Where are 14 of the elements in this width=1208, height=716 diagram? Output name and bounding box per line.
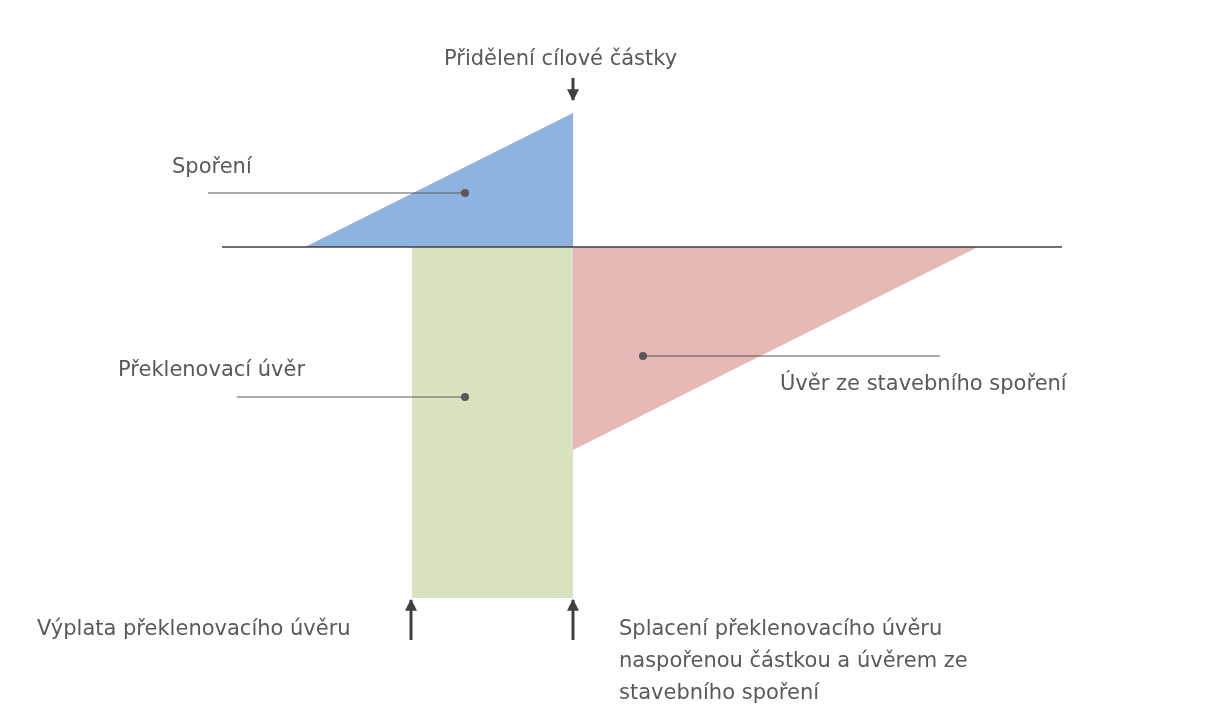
arrow	[567, 78, 579, 102]
leader-line	[236, 393, 469, 401]
arrow	[567, 598, 579, 640]
callout-label: Výplata překlenovacího úvěru	[37, 612, 351, 644]
callout-label: Úvěr ze stavebního spoření	[780, 367, 1067, 399]
leader-line	[207, 189, 469, 197]
callout-label: Spoření	[172, 150, 252, 182]
arrow	[405, 598, 417, 640]
rectangle-area	[412, 247, 573, 598]
triangle-area	[305, 113, 573, 247]
callout-label: Splacení překlenovacího úvěru naspořenou částkou a úvěrem ze stavebního spoření	[619, 612, 1039, 708]
leader-line	[639, 352, 941, 360]
callout-label: Překlenovací úvěr	[118, 353, 306, 385]
callout-label: Přidělení cílové částky	[444, 42, 678, 74]
